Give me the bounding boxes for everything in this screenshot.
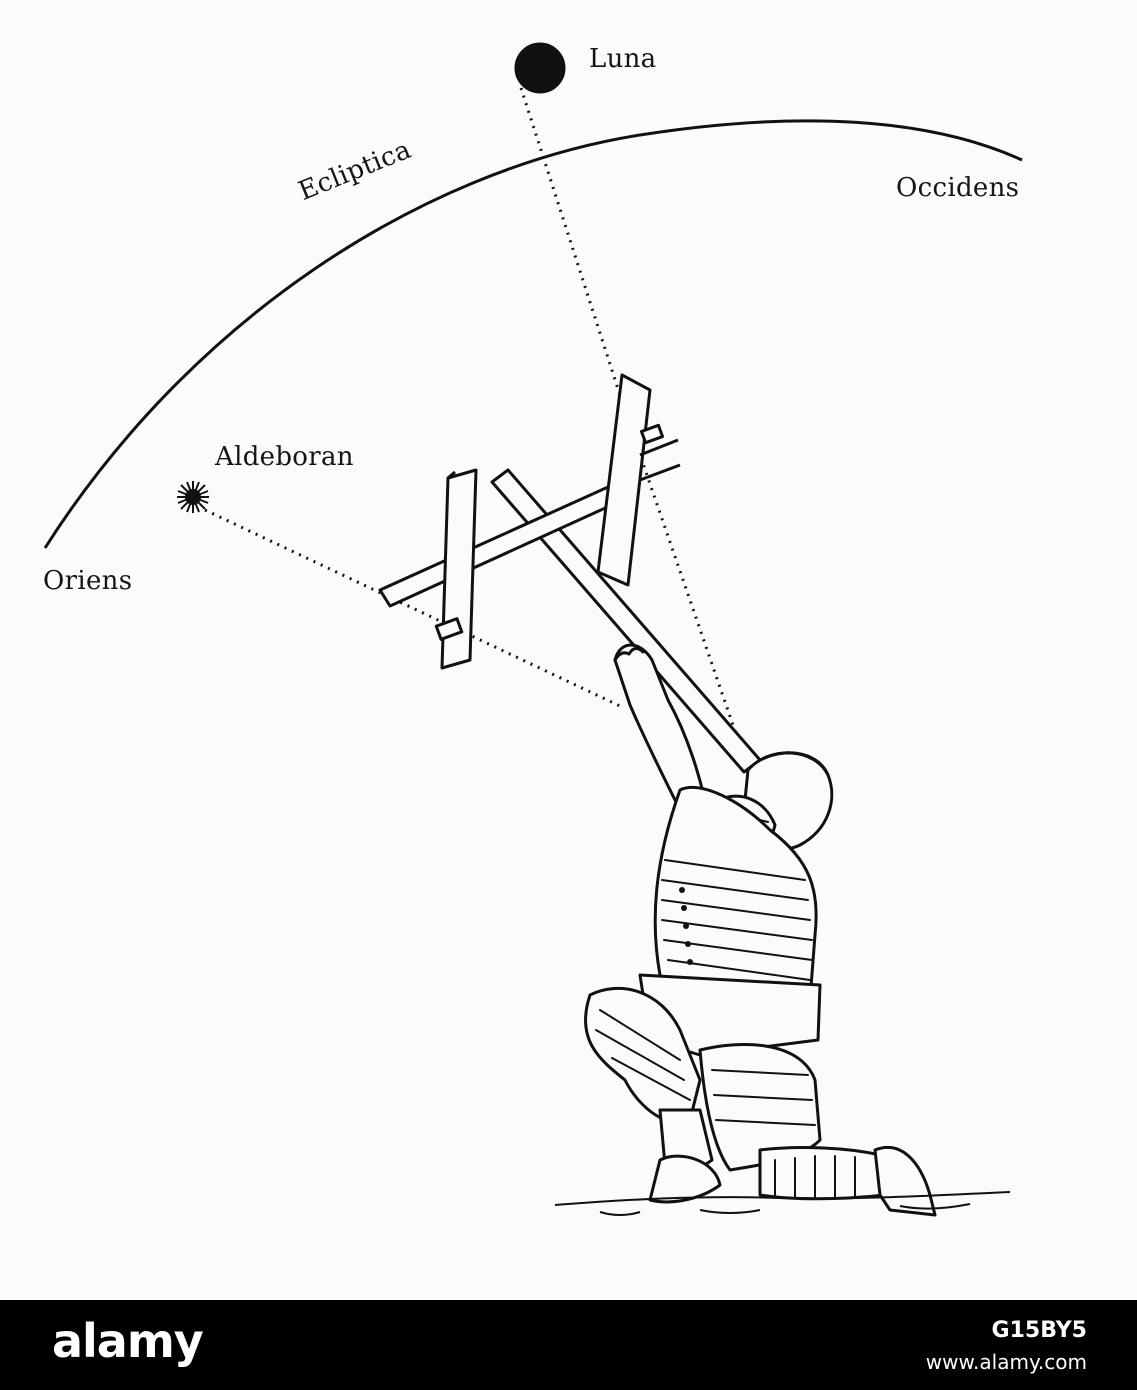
label-oriens: Oriens — [43, 566, 133, 596]
star-icon — [177, 481, 209, 513]
label-luna: Luna — [589, 44, 657, 74]
moon-icon — [514, 42, 566, 94]
ground — [554, 1191, 1011, 1216]
watermark-url: www.alamy.com — [925, 1350, 1087, 1374]
sight-line-luna — [519, 87, 630, 421]
woodcut-illustration: Luna Occidens Ecliptica Aldeboran Oriens — [43, 42, 1023, 1217]
watermark-logo: alamy — [52, 1314, 204, 1368]
ecliptic-arc — [43, 119, 1023, 549]
label-aldeboran: Aldeboran — [215, 442, 354, 472]
kneeling-astronomer — [584, 643, 937, 1217]
watermark-image-id: G15BY5 — [991, 1318, 1087, 1343]
watermark-bar: alamy G15BY5 www.alamy.com — [0, 1300, 1137, 1390]
astronomy-diagram — [43, 42, 1023, 1217]
cross-staff — [378, 373, 762, 774]
label-occidens: Occidens — [896, 173, 1020, 203]
